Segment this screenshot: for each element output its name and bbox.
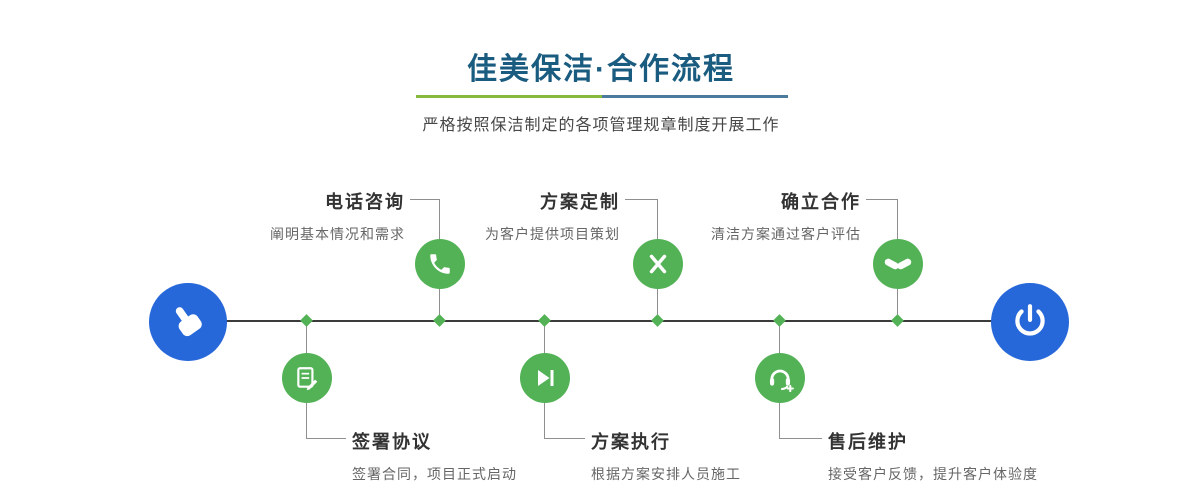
connector-line (306, 322, 307, 353)
step-title: 确立合作 (781, 192, 861, 212)
step-desc: 为客户提供项目策划 (485, 226, 620, 242)
step-node-play (520, 353, 570, 403)
connector-line (657, 289, 658, 321)
contract-icon (294, 365, 320, 391)
step-play-label: 方案执行 根据方案安排人员施工 (591, 428, 811, 484)
step-title: 售后维护 (828, 432, 908, 452)
connector-line (410, 199, 440, 200)
step-desc: 阐明基本情况和需求 (270, 226, 405, 242)
power-icon (1009, 301, 1051, 343)
connector-line (544, 438, 585, 439)
handshake-icon (882, 248, 914, 280)
headset-icon (766, 364, 794, 392)
connector-line (625, 199, 658, 200)
timeline-diamond (651, 314, 664, 327)
step-desc: 清洁方案通过客户评估 (711, 226, 861, 242)
timeline-diamond (773, 314, 786, 327)
connector-line (544, 403, 545, 439)
timeline-diamond (891, 314, 904, 327)
step-phone-label: 电话咨询 阐明基本情况和需求 (205, 188, 405, 244)
connector-line (779, 438, 822, 439)
connector-line (657, 199, 658, 240)
connector-line (866, 199, 898, 200)
connector-line (306, 403, 307, 439)
connector-line (544, 322, 545, 353)
divider-blue-segment (602, 95, 788, 98)
step-support-label: 售后维护 接受客户反馈，提升客户体验度 (828, 428, 1068, 484)
start-node (149, 283, 227, 361)
connector-line (897, 199, 898, 240)
page-subtitle: 严格按照保洁制定的各项管理规章制度开展工作 (422, 117, 780, 134)
step-handshake-label: 确立合作 清洁方案通过客户评估 (661, 188, 861, 244)
step-node-support (755, 353, 805, 403)
timeline-diamond (300, 314, 313, 327)
connector-line (439, 199, 440, 240)
step-contract-label: 签署协议 签署合同，项目正式启动 (352, 428, 572, 484)
step-title: 方案执行 (591, 432, 671, 452)
connector-line (779, 403, 780, 439)
connector-line (897, 289, 898, 321)
divider-green-segment (416, 95, 602, 98)
step-node-contract (282, 353, 332, 403)
step-desc: 根据方案安排人员施工 (591, 466, 741, 482)
step-node-phone (415, 239, 465, 289)
step-node-handshake (873, 239, 923, 289)
pointing-hand-icon (166, 300, 210, 344)
step-title: 签署协议 (352, 432, 432, 452)
timeline-line (175, 320, 1035, 322)
timeline-diamond (433, 314, 446, 327)
end-node (991, 283, 1069, 361)
step-title: 电话咨询 (325, 192, 405, 212)
step-node-design (633, 239, 683, 289)
step-title: 方案定制 (540, 192, 620, 212)
connector-line (306, 438, 346, 439)
step-desc: 接受客户反馈，提升客户体验度 (828, 466, 1038, 482)
timeline-diamond (538, 314, 551, 327)
step-design-label: 方案定制 为客户提供项目策划 (420, 188, 620, 244)
phone-icon (427, 251, 453, 277)
design-tools-icon (645, 251, 671, 277)
title-divider (416, 95, 788, 98)
page-title: 佳美保洁·合作流程 (467, 53, 735, 86)
step-desc: 签署合同，项目正式启动 (352, 466, 517, 482)
play-icon (533, 366, 557, 390)
connector-line (779, 322, 780, 353)
connector-line (439, 289, 440, 321)
